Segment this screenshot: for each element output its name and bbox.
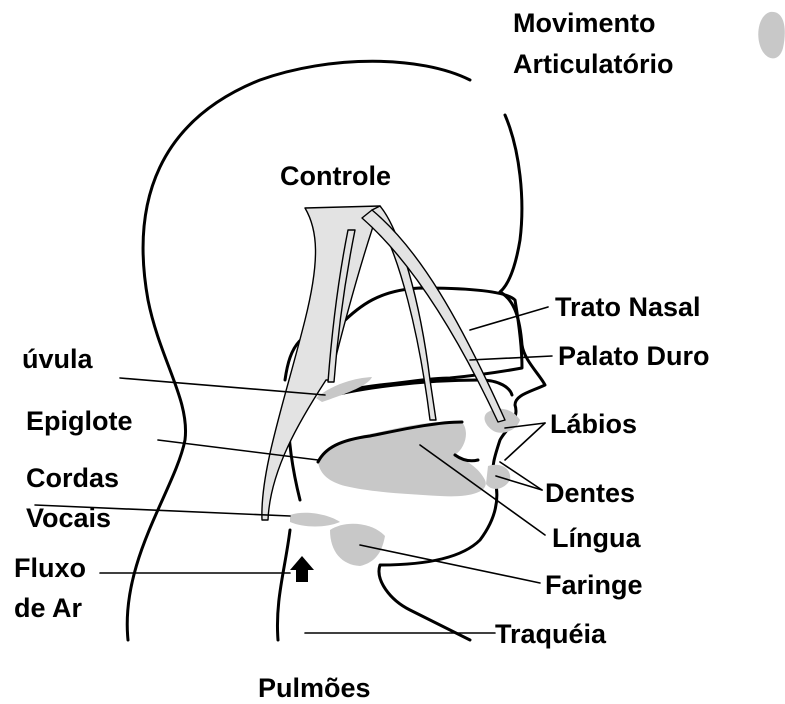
label-cordas-line2: Vocais: [26, 503, 111, 533]
neck-back: [277, 530, 290, 640]
leader-trato-nasal: [470, 307, 548, 330]
leader-palato-duro: [470, 356, 552, 360]
label-epiglote: Epiglote: [26, 406, 133, 436]
label-traqueia: Traquéia: [495, 619, 607, 649]
label-trato-nasal: Trato Nasal: [555, 292, 701, 322]
vocal-cords-shade: [290, 513, 340, 527]
label-fluxo-line2: de Ar: [14, 593, 83, 623]
legend-label-line2: Articulatório: [513, 49, 674, 79]
label-lingua: Língua: [552, 523, 641, 553]
legend-label-line1: Movimento: [513, 8, 656, 38]
label-fluxo-line1: Fluxo: [14, 553, 86, 583]
pharynx-shade: [330, 524, 385, 566]
label-controle: Controle: [280, 161, 391, 191]
label-uvula: úvula: [22, 344, 94, 374]
control-nerve-right: [362, 210, 505, 422]
label-cordas-line1: Cordas: [26, 463, 119, 493]
label-pulmoes: Pulmões: [258, 673, 371, 703]
label-faringe: Faringe: [545, 570, 643, 600]
label-palato-duro: Palato Duro: [558, 341, 710, 371]
airflow-arrow-icon: [290, 556, 314, 582]
label-dentes: Dentes: [545, 478, 635, 508]
label-labios: Lábios: [550, 409, 637, 439]
legend-swatch-icon: [758, 12, 785, 59]
